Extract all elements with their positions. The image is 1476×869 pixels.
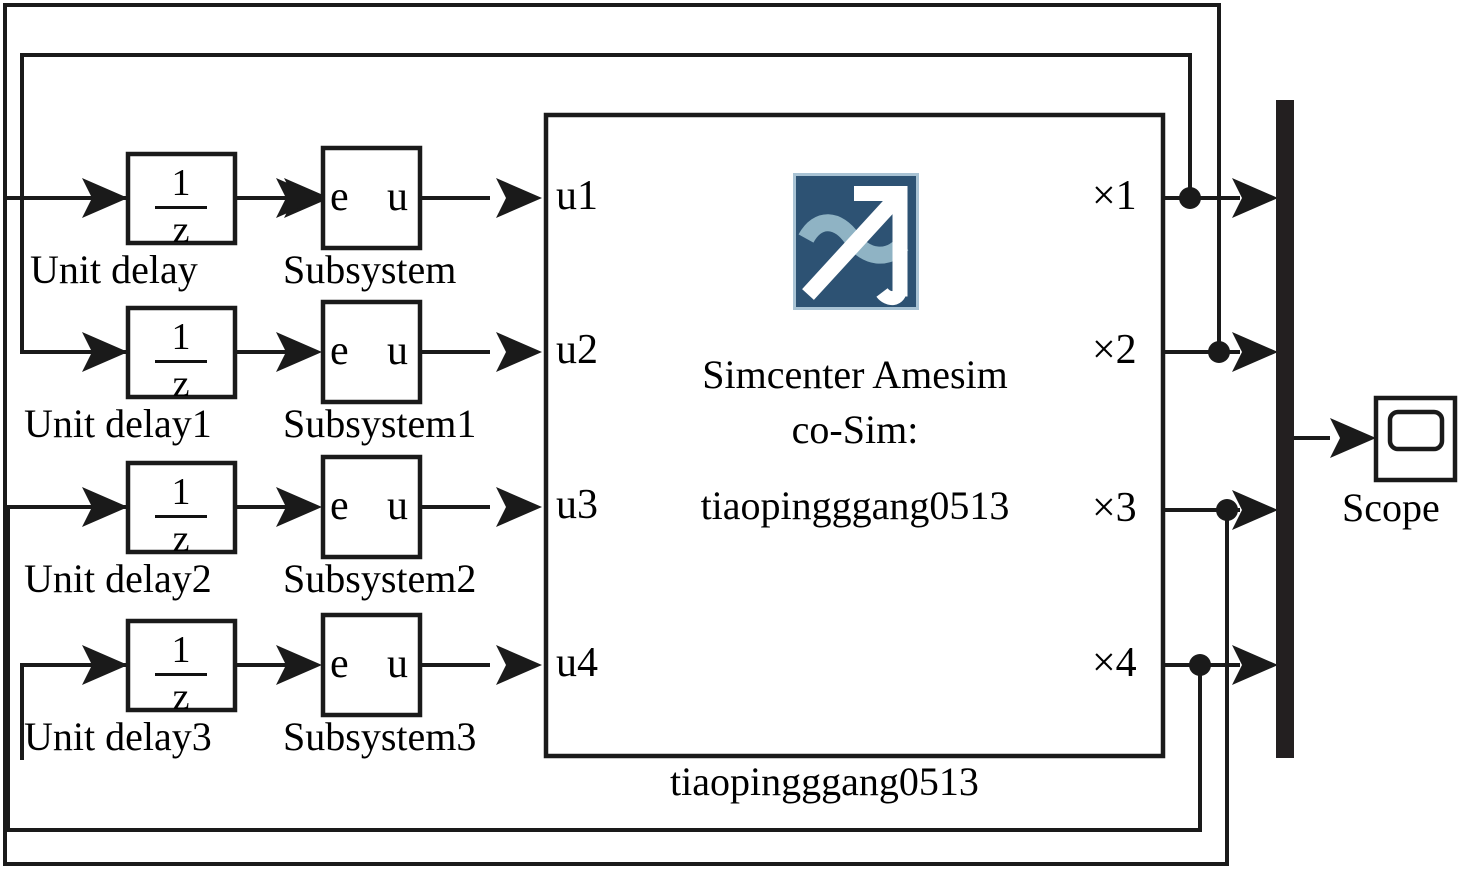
cosim-title-line1: Simcenter Amesim xyxy=(702,352,1008,397)
fraction-numerator: 1 xyxy=(171,629,191,671)
fraction-denominator: z xyxy=(172,675,190,718)
subsystem3-input-letter: e xyxy=(330,641,349,687)
cosim-output-port-x2: ×2 xyxy=(1092,327,1137,373)
logo-seven-icon xyxy=(854,186,908,297)
mux-bar[interactable] xyxy=(1276,100,1294,758)
cosim-input-port-u3: u3 xyxy=(556,482,598,528)
subsystem-boxes xyxy=(320,145,423,718)
mux-to-scope-wire xyxy=(1294,418,1376,458)
subsystem2-output-letter: u xyxy=(387,483,408,529)
cosim-title-line3: tiaopingggang0513 xyxy=(700,483,1010,528)
subsystem1-caption: Subsystem1 xyxy=(283,401,477,446)
cosim-input-port-u1: u1 xyxy=(556,173,598,219)
fraction-bar xyxy=(155,205,207,209)
subsystem2-caption: Subsystem2 xyxy=(283,556,477,601)
fraction-denominator: z xyxy=(172,517,190,560)
row-1-wires xyxy=(235,178,542,218)
unit-delay2-caption: Unit delay2 xyxy=(24,556,212,601)
subsystem1-input-letter: e xyxy=(330,328,349,374)
unit-delay-caption: Unit delay xyxy=(30,247,198,292)
subsystem3-output-letter: u xyxy=(387,641,408,687)
unit-delay2-expression: 1 z xyxy=(128,471,234,560)
subsystem-caption: Subsystem xyxy=(283,247,457,292)
row-3-wires xyxy=(235,487,542,527)
fraction-numerator: 1 xyxy=(171,316,191,358)
row-2-wires xyxy=(235,332,542,372)
unit-delay1-caption: Unit delay1 xyxy=(24,401,212,446)
unit-delay-expression: 1 z xyxy=(128,162,234,251)
unit-delay3-expression: 1 z xyxy=(128,629,234,718)
fraction-numerator: 1 xyxy=(171,162,191,204)
fraction-denominator: z xyxy=(172,208,190,251)
scope-block[interactable] xyxy=(1373,395,1458,483)
cosim-output-port-x1: ×1 xyxy=(1092,173,1137,219)
cosim-title-line2: co-Sim: xyxy=(791,407,919,452)
fraction-bar xyxy=(155,672,207,676)
subsystem-output-letter: u xyxy=(387,174,408,220)
subsystem-input-letter: e xyxy=(330,174,349,220)
fraction-denominator: z xyxy=(172,362,190,405)
fraction-bar xyxy=(155,514,207,518)
unit-delay3-caption: Unit delay3 xyxy=(24,714,212,759)
logo-inner-panel xyxy=(796,176,916,307)
cosim-output-port-x4: ×4 xyxy=(1092,640,1137,686)
fraction-numerator: 1 xyxy=(171,471,191,513)
row-4-wires xyxy=(235,645,542,685)
unit-delay1-expression: 1 z xyxy=(128,316,234,405)
cosim-input-port-u2: u2 xyxy=(556,327,598,373)
cosim-output-port-x3: ×3 xyxy=(1092,485,1137,531)
junction-dots xyxy=(1179,187,1238,676)
logo-glyph xyxy=(798,186,909,305)
logo-hook-icon xyxy=(876,287,907,305)
subsystem3-caption: Subsystem3 xyxy=(283,714,477,759)
unit-delay-boxes xyxy=(125,151,238,713)
subsystem1-output-letter: u xyxy=(387,328,408,374)
fraction-bar xyxy=(155,359,207,363)
scope-caption: Scope xyxy=(1342,485,1440,530)
logo-slash-icon xyxy=(802,193,902,300)
subsystem2-input-letter: e xyxy=(330,483,349,529)
cosim-block-caption: tiaopingggang0513 xyxy=(670,759,979,804)
cosim-input-port-u4: u4 xyxy=(556,640,598,686)
feedback-risers xyxy=(1188,55,1229,864)
simcenter-amesim-logo xyxy=(793,173,919,310)
